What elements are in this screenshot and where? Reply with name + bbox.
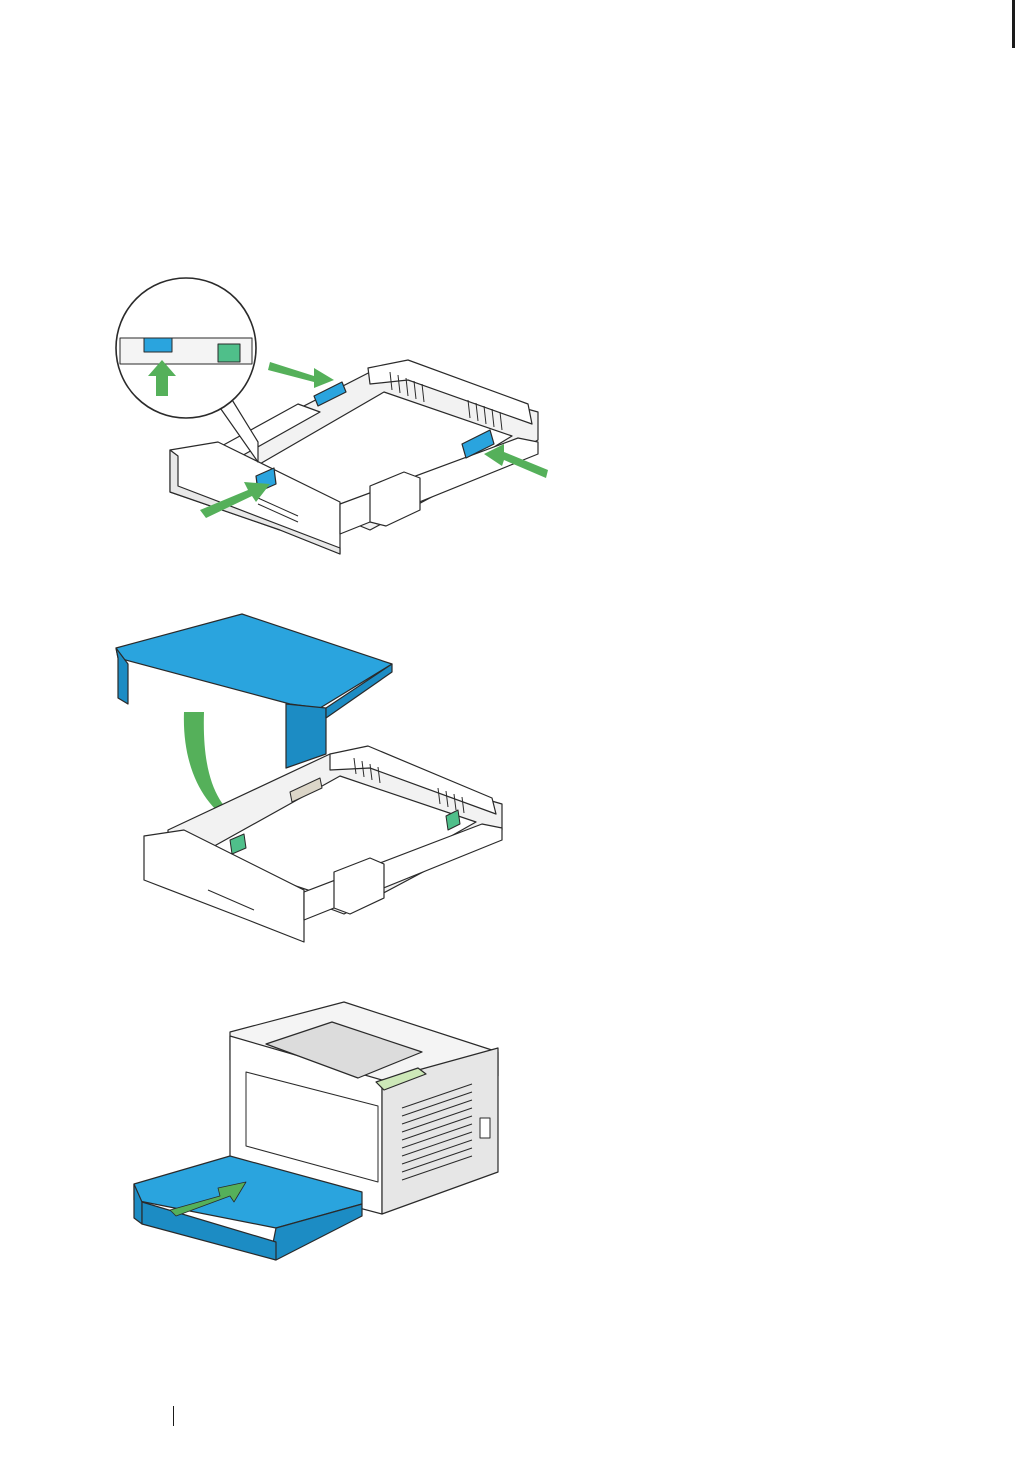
insert-tray-into-printer-illustration <box>126 996 506 1266</box>
slide-paper-guides-illustration <box>108 272 558 564</box>
guide-release-zoom-inset <box>116 278 258 462</box>
attach-tray-cover-illustration <box>108 608 518 950</box>
footer-rule <box>173 1406 174 1426</box>
chapter-edge-marker <box>1012 0 1015 48</box>
tray-cover <box>116 614 392 768</box>
